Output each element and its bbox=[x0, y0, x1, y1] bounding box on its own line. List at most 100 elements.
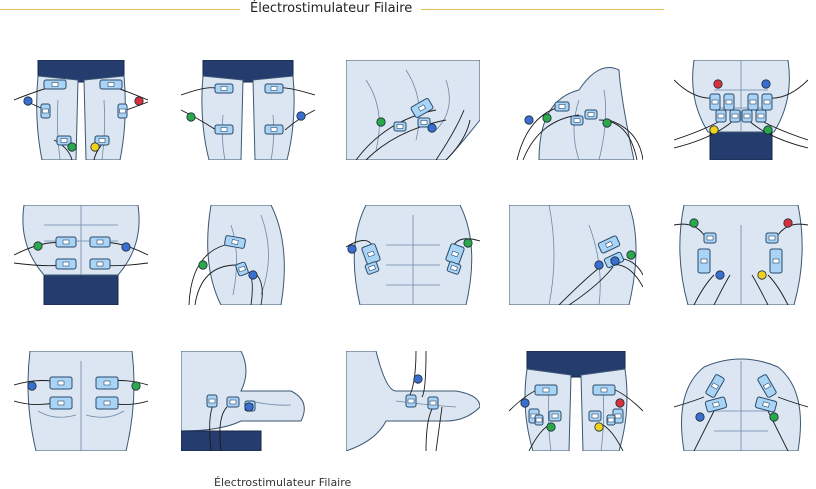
electrode-pad bbox=[534, 414, 544, 426]
placement-illustration bbox=[346, 60, 480, 160]
connector-dot bbox=[546, 422, 556, 432]
electrode-pad bbox=[55, 236, 77, 248]
footer-caption: Électrostimulateur Filaire bbox=[214, 476, 352, 489]
electrode-pad bbox=[264, 83, 284, 94]
connector-dot bbox=[198, 260, 208, 270]
electrode-pad bbox=[361, 243, 381, 265]
shoulder-deltoid-placement bbox=[509, 60, 643, 160]
connector-dot bbox=[347, 244, 357, 254]
connector-dot bbox=[23, 96, 33, 106]
chest-placement bbox=[674, 351, 808, 451]
electrode-wire bbox=[14, 380, 148, 406]
placement-illustration bbox=[509, 351, 643, 451]
electrode-pad bbox=[393, 121, 407, 132]
electrode-pad bbox=[89, 258, 111, 270]
electrode-pad bbox=[224, 235, 246, 249]
electrode-pad bbox=[715, 109, 727, 123]
connector-dot bbox=[413, 374, 423, 384]
electrode-pad bbox=[55, 258, 77, 270]
electrode-pad bbox=[40, 103, 51, 119]
electrode-pad bbox=[597, 235, 621, 254]
electrode-wire bbox=[516, 104, 643, 160]
muscle-line bbox=[714, 361, 768, 451]
page-header: Électrostimulateur Filaire bbox=[0, 0, 816, 20]
connector-dot bbox=[427, 123, 437, 133]
connector-dot bbox=[615, 398, 625, 408]
shorts bbox=[181, 430, 262, 451]
electrode-pad bbox=[405, 394, 417, 408]
connector-dot bbox=[713, 79, 723, 89]
connector-dot bbox=[610, 256, 620, 266]
torso-arms-placement bbox=[346, 205, 480, 305]
connector-dot bbox=[695, 412, 705, 422]
chest-shoulder-placement bbox=[346, 60, 480, 160]
electrode-pad bbox=[117, 103, 128, 119]
electrode-pad bbox=[697, 248, 711, 274]
electrode-pad bbox=[49, 376, 73, 390]
shorts bbox=[709, 129, 773, 160]
placement-illustration bbox=[346, 205, 480, 305]
electrode-wire bbox=[14, 84, 148, 160]
placement-illustration bbox=[181, 351, 305, 451]
electrode-pad bbox=[757, 374, 777, 398]
hamstrings-placement bbox=[509, 351, 643, 451]
placement-illustration bbox=[346, 351, 480, 451]
electrode-wire bbox=[674, 79, 808, 149]
electrode-pad bbox=[89, 236, 111, 248]
electrode-pad bbox=[264, 124, 284, 135]
connector-dot bbox=[783, 218, 793, 228]
connector-dot bbox=[121, 242, 131, 252]
placement-illustration bbox=[674, 205, 808, 305]
electrode-pad bbox=[709, 93, 721, 111]
electrode-pad bbox=[741, 109, 753, 123]
back-upper-arm-placement bbox=[509, 205, 643, 305]
electrode-pad bbox=[99, 79, 123, 90]
electrode-pad bbox=[588, 410, 602, 422]
placement-illustration bbox=[516, 67, 643, 160]
electrode-pad bbox=[226, 396, 240, 408]
connector-dot bbox=[757, 270, 767, 280]
connector-dot bbox=[761, 79, 771, 89]
header-rule-right bbox=[421, 9, 664, 10]
muscle-line bbox=[221, 114, 226, 160]
muscle-line bbox=[395, 400, 457, 408]
muscle-line bbox=[230, 214, 269, 296]
electrode-pad bbox=[95, 376, 119, 390]
connector-dot bbox=[594, 422, 604, 432]
connector-dot bbox=[463, 238, 473, 248]
connector-dot bbox=[90, 142, 100, 152]
electrode-wire bbox=[346, 238, 480, 248]
electrode-pad bbox=[769, 248, 783, 274]
muscle-line bbox=[37, 361, 125, 451]
muscle-line bbox=[714, 60, 768, 132]
placement-illustration bbox=[188, 205, 285, 305]
electrode-pad bbox=[761, 93, 773, 111]
muscle-line bbox=[101, 99, 106, 160]
electrode-pad bbox=[606, 414, 616, 426]
connector-dot bbox=[763, 125, 773, 135]
electrode-pad bbox=[755, 109, 767, 123]
electrode-pad bbox=[534, 384, 558, 396]
connector-dot bbox=[134, 96, 144, 106]
electrode-pad bbox=[548, 410, 562, 422]
body-part bbox=[181, 351, 305, 432]
abdomen-upper-placement bbox=[674, 60, 808, 160]
connector-dot bbox=[769, 412, 779, 422]
electrode-wire bbox=[558, 257, 643, 305]
electrode-wire bbox=[509, 386, 643, 451]
muscle-line bbox=[270, 114, 275, 160]
electrode-pad bbox=[427, 396, 439, 410]
placement-illustration bbox=[181, 60, 315, 160]
electrode-pad bbox=[95, 396, 119, 410]
connector-dot bbox=[689, 218, 699, 228]
connector-dot bbox=[27, 381, 37, 391]
connector-dot bbox=[376, 117, 386, 127]
electrode-wire bbox=[355, 109, 471, 160]
connector-dot bbox=[296, 111, 306, 121]
electrode-wire bbox=[674, 396, 808, 451]
electrode-pad bbox=[765, 232, 779, 244]
placement-illustration bbox=[14, 351, 148, 451]
thighs-front-placement bbox=[14, 60, 148, 160]
electrode-pad bbox=[43, 79, 67, 90]
connector-dot bbox=[602, 118, 612, 128]
